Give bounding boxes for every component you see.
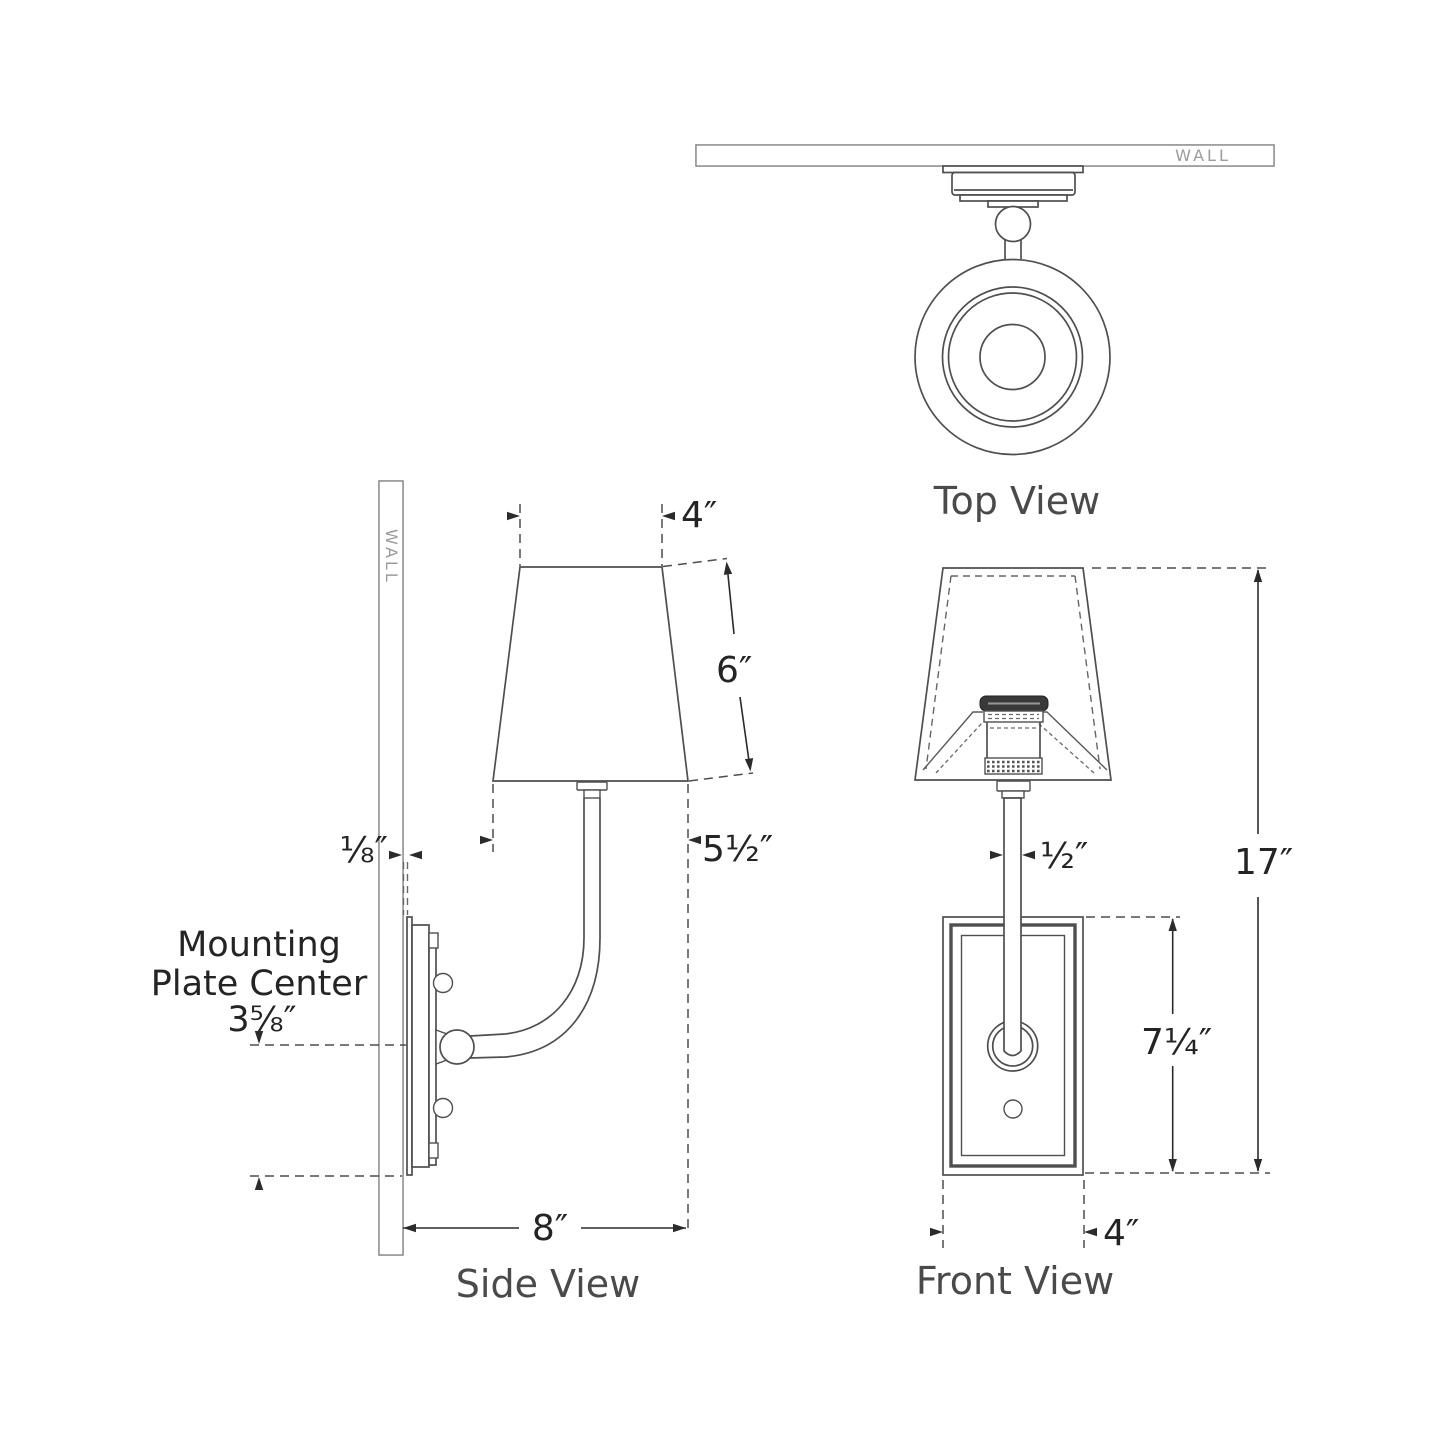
side-view: WALL 4″ xyxy=(151,480,773,1306)
svg-text:4″: 4″ xyxy=(1103,1213,1139,1254)
arm-curve-side xyxy=(469,798,601,1059)
top-view-label: Top View xyxy=(933,479,1100,523)
svg-text:⅛″: ⅛″ xyxy=(340,830,388,871)
svg-text:½″: ½″ xyxy=(1040,836,1088,877)
shade-front xyxy=(914,567,1112,781)
dim-overall-height: 17″ xyxy=(1085,567,1293,1174)
svg-text:6″: 6″ xyxy=(716,650,752,691)
wall-section-side-outline xyxy=(378,480,404,1256)
wall-label-top: WALL xyxy=(1175,146,1231,165)
dim-shade-slant-height: 6″ xyxy=(662,557,754,782)
dim-extension-depth: 8″ xyxy=(403,1208,686,1249)
wall-label-side: WALL xyxy=(382,529,401,585)
dim-arm-diameter: ½″ xyxy=(990,836,1088,877)
screw-knob-bottom xyxy=(432,1097,454,1119)
side-view-label: Side View xyxy=(456,1262,640,1306)
svg-text:17″: 17″ xyxy=(1234,842,1293,883)
ball-joint-side xyxy=(439,1029,475,1065)
mounting-plate-center-note: Mounting Plate Center 3⅝″ xyxy=(151,925,406,1190)
front-view-label: Front View xyxy=(916,1259,1114,1303)
note-line1: Mounting xyxy=(177,925,341,965)
backplate-screw xyxy=(1003,1099,1023,1119)
svg-text:4″: 4″ xyxy=(681,495,717,536)
mount-canopy-top xyxy=(942,165,1084,208)
mounting-plate-side xyxy=(406,916,454,1176)
dim-shade-top-width: 4″ xyxy=(507,495,717,566)
svg-text:5½″: 5½″ xyxy=(702,829,773,870)
shade-front-interior xyxy=(922,575,1108,774)
svg-text:8″: 8″ xyxy=(532,1208,568,1249)
note-line2: Plate Center xyxy=(151,964,368,1004)
dim-backplate-height: 7¼″ xyxy=(1086,916,1212,1172)
screw-knob-top xyxy=(432,972,454,994)
shade-side xyxy=(492,566,689,782)
shade-fitter-front xyxy=(996,780,1031,799)
shade-top xyxy=(914,258,1111,456)
arm-stem-front xyxy=(1003,797,1022,1057)
front-view: ½″ 17″ 7¼″ 4″ Front xyxy=(914,567,1293,1303)
dim-plate-wall-gap: ⅛″ xyxy=(340,830,422,915)
top-view: WALL Top View xyxy=(695,144,1275,523)
dim-backplate-width: 4″ xyxy=(930,1180,1139,1254)
shade-fitter-side xyxy=(576,781,608,799)
ball-joint-top xyxy=(994,205,1032,243)
socket-front xyxy=(979,695,1049,775)
svg-text:7¼″: 7¼″ xyxy=(1141,1022,1212,1063)
dim-shade-bottom-width: 5½″ xyxy=(480,784,773,1232)
arm-stub-top xyxy=(1004,240,1022,259)
